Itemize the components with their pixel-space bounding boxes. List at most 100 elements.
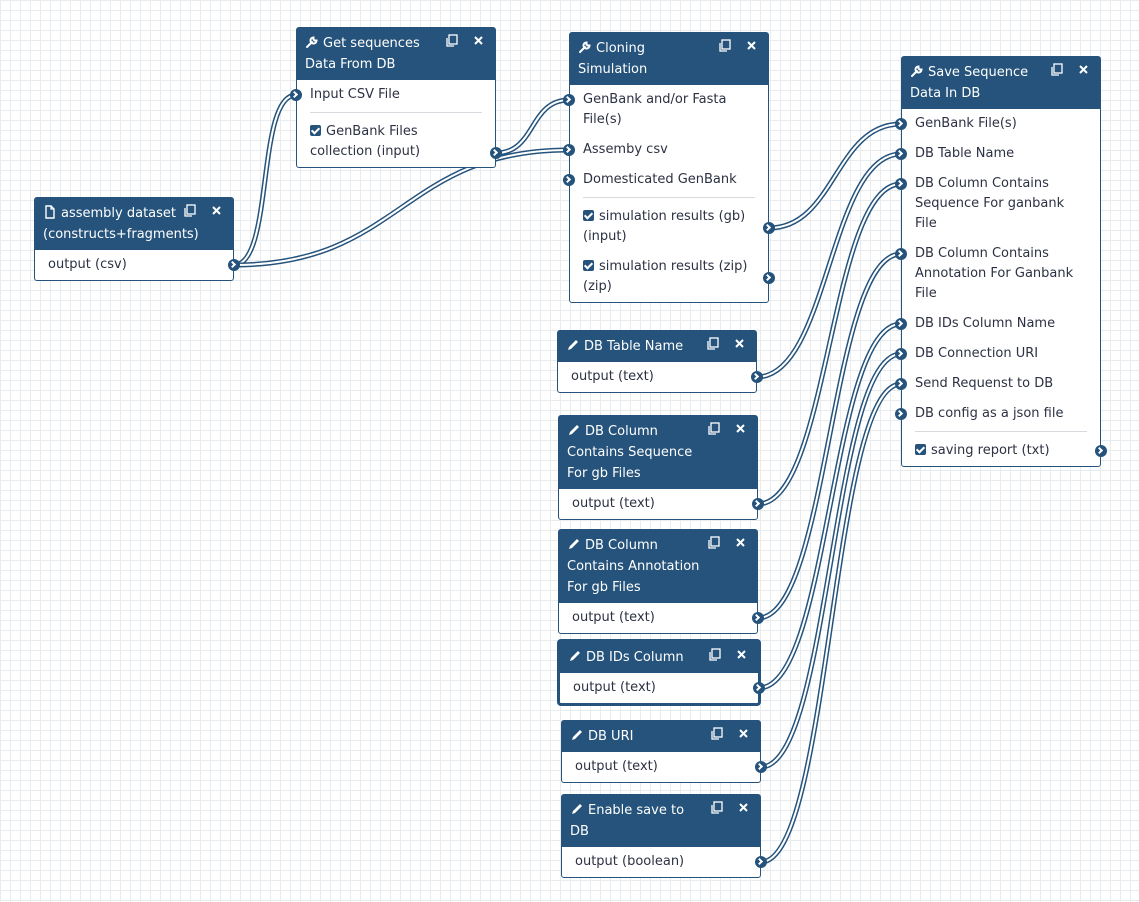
output-terminal[interactable] xyxy=(1095,445,1107,457)
input-row: Domesticated GenBank xyxy=(563,165,755,195)
output-terminal[interactable] xyxy=(752,612,764,624)
input-terminal[interactable] xyxy=(895,248,907,260)
input-terminal[interactable] xyxy=(895,118,907,130)
pencil-icon xyxy=(570,728,584,742)
connection-wire[interactable] xyxy=(768,121,902,231)
output-terminal[interactable] xyxy=(752,498,764,510)
output-row: simulation results (gb) (input) xyxy=(583,202,775,252)
input-row: DB Column Contains Annotation For Ganban… xyxy=(895,239,1087,309)
node-title-bar[interactable]: Cloning Simulation xyxy=(570,33,768,85)
output-terminal[interactable] xyxy=(228,259,240,271)
connection-wire[interactable] xyxy=(757,251,902,621)
connection-wire[interactable] xyxy=(760,351,902,770)
node-cloning-simulation[interactable]: Cloning Simulation GenBank and/or Fasta … xyxy=(563,32,775,303)
connection-wire-core xyxy=(758,323,902,689)
input-terminal[interactable] xyxy=(895,178,907,190)
connection-wire[interactable] xyxy=(758,321,902,691)
close-icon[interactable] xyxy=(745,39,758,52)
copy-icon[interactable] xyxy=(718,39,731,52)
node-title-bar[interactable]: DB IDs Column xyxy=(560,642,758,673)
copy-icon[interactable] xyxy=(710,727,723,740)
copy-icon[interactable] xyxy=(183,204,196,217)
output-row: output (text) xyxy=(575,752,767,782)
input-terminal[interactable] xyxy=(895,318,907,330)
output-terminal[interactable] xyxy=(763,222,775,234)
connection-wire[interactable] xyxy=(495,97,570,156)
node-title-bar[interactable]: DB URI xyxy=(562,721,760,752)
connection-wire[interactable] xyxy=(233,92,297,268)
node-db-column-annotation[interactable]: DB Column Contains Annotation For gb Fil… xyxy=(558,529,764,634)
output-label: output (text) xyxy=(573,680,656,695)
node-title-bar[interactable]: Enable save to DB xyxy=(562,795,760,847)
connection-wire-core xyxy=(495,99,570,154)
input-row: GenBank File(s) xyxy=(895,109,1087,139)
input-label: DB config as a json file xyxy=(915,406,1064,421)
checkbox-icon[interactable] xyxy=(915,444,926,455)
input-row: DB Connection URI xyxy=(895,339,1087,369)
close-icon[interactable] xyxy=(735,648,748,661)
copy-icon[interactable] xyxy=(1050,63,1063,76)
wrench-icon xyxy=(305,35,319,49)
output-terminal[interactable] xyxy=(751,371,763,383)
node-title: DB Column Contains Annotation For gb Fil… xyxy=(567,538,700,595)
node-db-uri[interactable]: DB URI output (text) xyxy=(561,720,767,783)
output-row: output (text) xyxy=(572,603,764,633)
output-terminal[interactable] xyxy=(763,272,775,284)
node-title-bar[interactable]: Get sequences Data From DB xyxy=(297,28,495,80)
input-terminal[interactable] xyxy=(895,378,907,390)
input-terminal[interactable] xyxy=(563,94,575,106)
output-terminal[interactable] xyxy=(755,761,767,773)
checkbox-icon[interactable] xyxy=(583,260,594,271)
node-title-bar[interactable]: assembly dataset (constructs+fragments) xyxy=(35,198,233,250)
node-title-bar[interactable]: Save Sequence Data In DB xyxy=(902,57,1100,109)
input-terminal[interactable] xyxy=(895,408,907,420)
connection-wire[interactable] xyxy=(760,381,902,865)
output-terminal[interactable] xyxy=(753,682,765,694)
node-title-bar[interactable]: DB Column Contains Annotation For gb Fil… xyxy=(559,530,757,603)
copy-icon[interactable] xyxy=(708,648,721,661)
close-icon[interactable] xyxy=(1077,63,1090,76)
copy-icon[interactable] xyxy=(710,801,723,814)
connection-wire[interactable] xyxy=(757,181,902,507)
close-icon[interactable] xyxy=(737,801,750,814)
close-icon[interactable] xyxy=(733,337,746,350)
pencil-icon xyxy=(568,649,582,663)
close-icon[interactable] xyxy=(472,34,485,47)
connection-wire-core xyxy=(768,123,902,229)
close-icon[interactable] xyxy=(737,727,750,740)
node-db-column-sequence[interactable]: DB Column Contains Sequence For gb Files… xyxy=(558,415,764,520)
checkbox-icon[interactable] xyxy=(310,125,321,136)
node-enable-save[interactable]: Enable save to DB output (boolean) xyxy=(561,794,767,878)
node-save-sequence[interactable]: Save Sequence Data In DB GenBank File(s)… xyxy=(895,56,1107,467)
input-terminal[interactable] xyxy=(895,348,907,360)
checkbox-icon[interactable] xyxy=(583,210,594,221)
input-terminal[interactable] xyxy=(563,174,575,186)
node-db-table-name[interactable]: DB Table Name output (text) xyxy=(557,330,763,393)
node-title-bar[interactable]: DB Table Name xyxy=(558,331,756,362)
close-icon[interactable] xyxy=(734,422,747,435)
close-icon[interactable] xyxy=(210,204,223,217)
input-terminal[interactable] xyxy=(895,148,907,160)
node-db-ids-column[interactable]: DB IDs Column output (text) xyxy=(558,640,765,705)
pencil-icon xyxy=(570,802,584,816)
copy-icon[interactable] xyxy=(707,536,720,549)
close-icon[interactable] xyxy=(734,536,747,549)
input-row: DB Table Name xyxy=(895,139,1087,169)
copy-icon[interactable] xyxy=(707,422,720,435)
connection-wire[interactable] xyxy=(756,151,902,380)
node-title-bar[interactable]: DB Column Contains Sequence For gb Files xyxy=(559,416,757,489)
wrench-icon xyxy=(910,64,924,78)
node-get-sequences[interactable]: Get sequences Data From DB Input CSV Fil… xyxy=(290,27,502,168)
copy-icon[interactable] xyxy=(445,34,458,47)
output-terminal[interactable] xyxy=(490,147,502,159)
node-assembly-dataset[interactable]: assembly dataset (constructs+fragments) … xyxy=(34,197,240,281)
copy-icon[interactable] xyxy=(706,337,719,350)
input-terminal[interactable] xyxy=(290,89,302,101)
output-terminal[interactable] xyxy=(755,856,767,868)
input-label: DB Table Name xyxy=(915,146,1015,161)
input-label: Input CSV File xyxy=(310,87,400,102)
file-icon xyxy=(43,205,57,219)
input-terminal[interactable] xyxy=(563,144,575,156)
output-row: simulation results (zip) (zip) xyxy=(583,252,775,302)
